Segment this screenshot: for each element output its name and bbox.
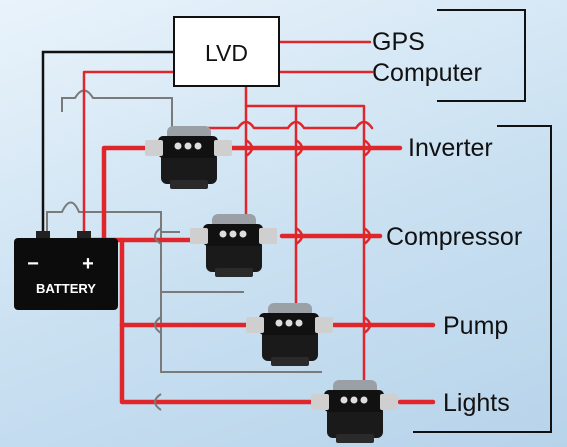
wire-crossovers bbox=[245, 138, 372, 335]
battery: − + BATTERY bbox=[14, 231, 118, 310]
label-compressor: Compressor bbox=[386, 223, 522, 251]
control-wires bbox=[46, 89, 322, 373]
label-inverter: Inverter bbox=[408, 134, 493, 162]
solenoid-pump bbox=[246, 303, 333, 366]
solenoid-compressor bbox=[190, 214, 277, 277]
battery-label: BATTERY bbox=[36, 281, 96, 296]
top-loads-bracket bbox=[437, 9, 526, 102]
lvd-unit: LVD bbox=[173, 16, 280, 87]
label-gps: GPS bbox=[372, 28, 425, 56]
lvd-label: LVD bbox=[205, 40, 248, 66]
positive-wires bbox=[81, 40, 436, 405]
negative-wire bbox=[41, 50, 174, 236]
battery-body bbox=[14, 238, 118, 310]
switched-loads-bracket bbox=[413, 125, 552, 433]
label-lights: Lights bbox=[443, 389, 510, 417]
lvd-box bbox=[173, 16, 280, 87]
label-pump: Pump bbox=[443, 312, 508, 340]
battery-positive-sign: + bbox=[82, 253, 94, 275]
label-computer: Computer bbox=[372, 59, 482, 87]
battery-negative-sign: − bbox=[27, 253, 39, 275]
solenoid-inverter bbox=[145, 126, 232, 189]
solenoid-lights bbox=[311, 380, 398, 443]
